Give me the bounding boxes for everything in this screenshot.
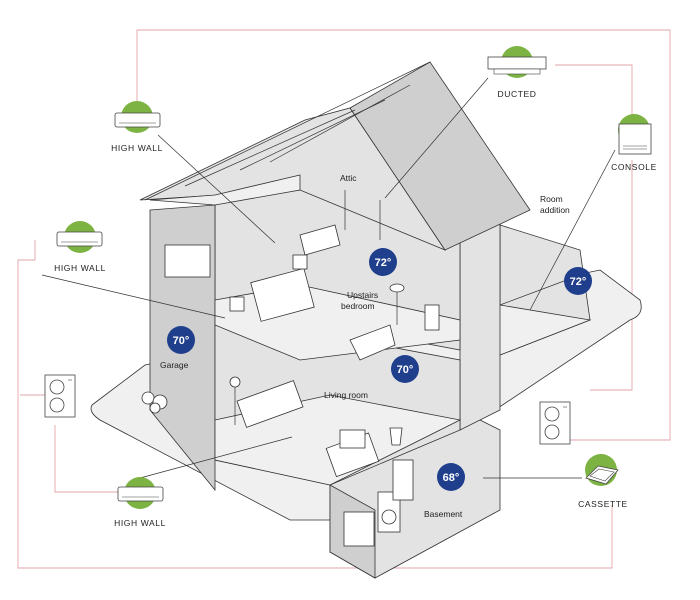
label-ducted: DUCTED bbox=[497, 89, 536, 99]
temp-badge-basement: 68° bbox=[437, 463, 465, 491]
unit-console: CONSOLE bbox=[611, 114, 657, 172]
room-label-attic: Attic bbox=[340, 173, 357, 183]
svg-text:72°: 72° bbox=[375, 257, 392, 269]
temperature-badges: 72° 70° 70° 72° 68° bbox=[167, 248, 592, 491]
label-high-wall-left: HIGH WALL bbox=[54, 263, 106, 273]
basement bbox=[329, 414, 501, 579]
temp-badge-addition: 72° bbox=[564, 267, 592, 295]
label-high-wall-bottom: HIGH WALL bbox=[114, 518, 166, 528]
svg-text:72°: 72° bbox=[570, 276, 587, 288]
label-high-wall-top: HIGH WALL bbox=[111, 143, 163, 153]
unit-high-wall-bottom: HIGH WALL bbox=[114, 477, 166, 528]
room-label-addition-1: Room bbox=[540, 194, 563, 204]
room-label-addition-2: addition bbox=[540, 205, 570, 215]
connector-lines bbox=[17, 29, 671, 569]
label-console: CONSOLE bbox=[611, 162, 657, 172]
temp-badge-garage: 70° bbox=[167, 326, 195, 354]
unit-high-wall-top: HIGH WALL bbox=[111, 101, 163, 153]
roof bbox=[139, 61, 531, 251]
room-label-upstairs-1: Upstairs bbox=[347, 290, 378, 300]
svg-text:70°: 70° bbox=[173, 335, 190, 347]
room-label-basement: Basement bbox=[424, 509, 463, 519]
unit-ducted: DUCTED bbox=[487, 46, 547, 99]
room-labels: Attic Room addition Upstairs bedroom Gar… bbox=[160, 173, 570, 519]
leader-lines bbox=[41, 77, 616, 479]
outdoor-unit-right bbox=[539, 401, 571, 445]
temp-badge-living: 70° bbox=[391, 355, 419, 383]
room-label-living-room: Living room bbox=[324, 390, 368, 400]
unit-cassette: CASSETTE bbox=[578, 454, 628, 509]
room-label-garage: Garage bbox=[160, 360, 189, 370]
svg-text:68°: 68° bbox=[443, 472, 460, 484]
unit-high-wall-left: HIGH WALL bbox=[54, 221, 106, 273]
furniture bbox=[141, 244, 440, 478]
svg-text:70°: 70° bbox=[397, 364, 414, 376]
room-label-upstairs-2: bedroom bbox=[341, 301, 375, 311]
label-cassette: CASSETTE bbox=[578, 499, 628, 509]
outdoor-unit-left bbox=[44, 374, 76, 418]
temp-badge-upstairs: 72° bbox=[369, 248, 397, 276]
